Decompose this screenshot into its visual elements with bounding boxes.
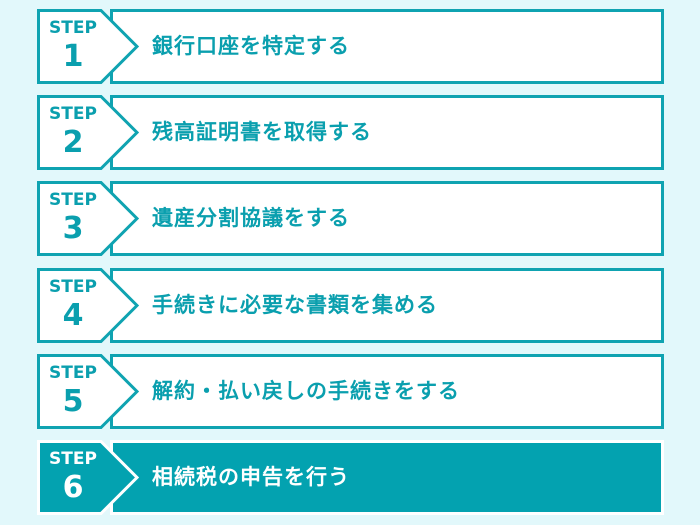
step-badge-arrow (37, 95, 140, 171)
step-item-3[interactable]: STEP 3 遺産分割協議をする (37, 181, 664, 257)
step-word: STEP (49, 276, 97, 297)
step-item-2[interactable]: STEP 2 残高証明書を取得する (37, 95, 664, 171)
step-word: STEP (49, 190, 97, 211)
step-number: 2 (62, 125, 84, 161)
step-box (110, 181, 664, 257)
step-label: 残高証明書を取得する (152, 120, 372, 145)
step-label: 解約・払い戻しの手続きをする (152, 378, 460, 403)
step-number: 3 (62, 211, 84, 247)
step-item-4[interactable]: STEP 4 手続きに必要な書類を集める (37, 267, 664, 343)
step-badge-arrow (37, 353, 140, 429)
step-label: 手続きに必要な書類を集める (152, 292, 438, 317)
step-item-5[interactable]: STEP 5 解約・払い戻しの手続きをする (37, 353, 664, 429)
step-word: STEP (49, 104, 97, 125)
step-box (110, 440, 664, 515)
step-word: STEP (49, 449, 97, 469)
step-badge-arrow (37, 440, 140, 515)
step-box (110, 353, 664, 429)
step-number: 4 (62, 297, 84, 333)
step-word: STEP (49, 362, 97, 383)
step-word: STEP (49, 18, 97, 38)
step-badge-arrow (37, 267, 140, 343)
step-badge-arrow (37, 181, 140, 257)
step-item-1[interactable]: STEP 1 銀行口座を特定する (37, 9, 664, 84)
step-label: 銀行口座を特定する (152, 34, 350, 58)
step-number: 6 (62, 470, 84, 505)
step-label: 遺産分割協議をする (152, 206, 350, 231)
step-badge-arrow (37, 9, 140, 84)
step-box (110, 9, 664, 84)
step-box (110, 267, 664, 343)
step-item-6[interactable]: STEP 6 相続税の申告を行う (37, 440, 664, 515)
step-label: 相続税の申告を行う (152, 465, 350, 489)
step-number: 5 (62, 383, 84, 419)
step-number: 1 (62, 39, 84, 74)
